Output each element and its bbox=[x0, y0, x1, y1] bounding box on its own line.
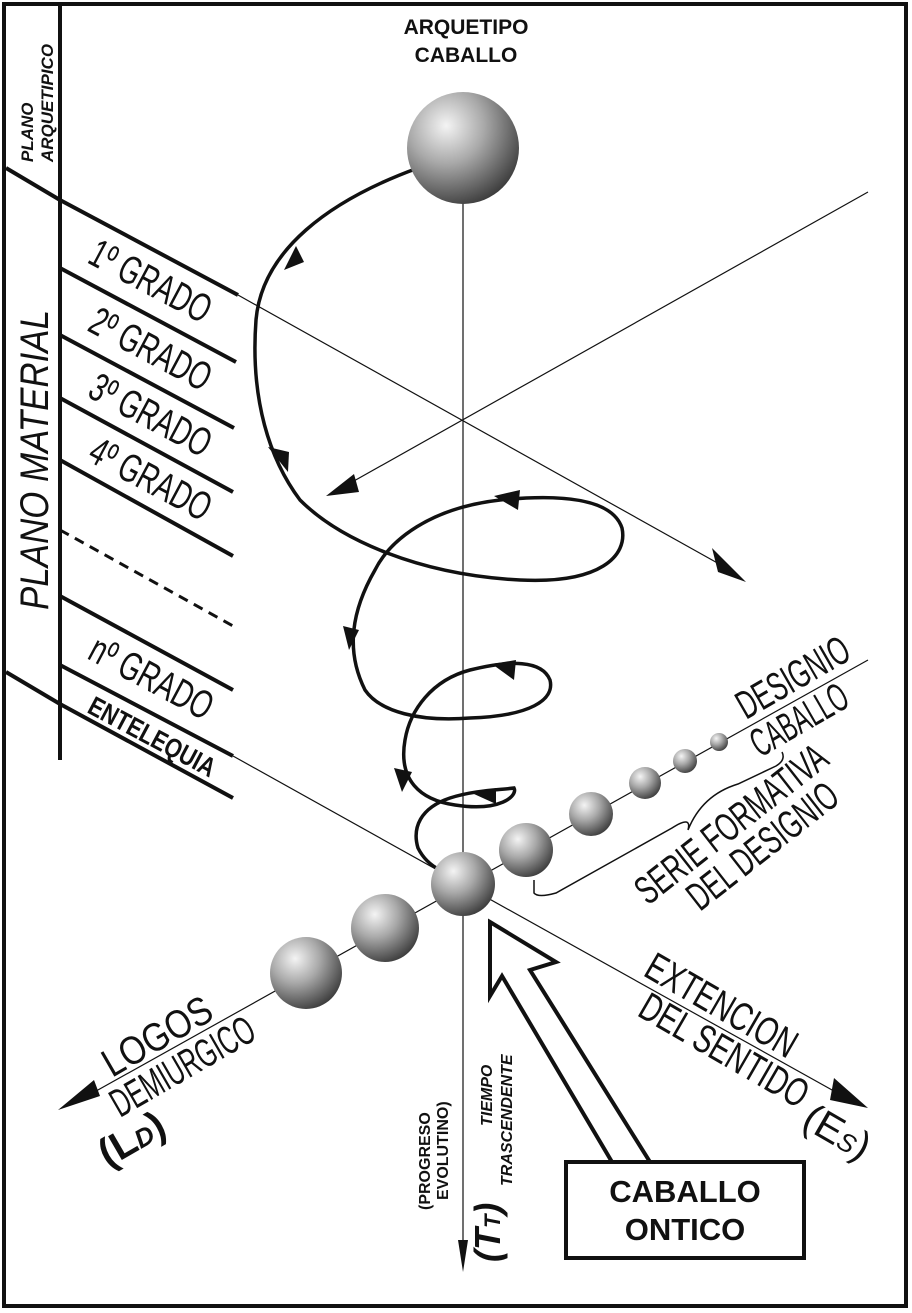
arrow-left-icon bbox=[58, 1080, 100, 1110]
progreso-label-line1: (PROGRESO bbox=[417, 1112, 434, 1210]
extension-axis-line bbox=[232, 755, 851, 1101]
arrow-icon bbox=[494, 490, 520, 510]
callout-line1: CABALLO bbox=[609, 1174, 761, 1209]
spheres bbox=[270, 92, 728, 1009]
evolution-spiral bbox=[253, 166, 625, 872]
arrow-icon bbox=[343, 626, 359, 650]
sphere bbox=[351, 894, 419, 962]
arrow-down-icon bbox=[458, 1240, 468, 1272]
plano-arquetipico-line1: PLANO bbox=[18, 103, 37, 163]
tiempo-label-line2: TRASCENDENTE bbox=[499, 1053, 516, 1186]
archetype-sphere bbox=[407, 92, 519, 204]
sphere bbox=[499, 823, 553, 877]
sphere bbox=[569, 792, 613, 836]
arrow-icon bbox=[492, 660, 516, 680]
arrow-icon bbox=[268, 447, 289, 472]
sphere bbox=[629, 767, 661, 799]
tiempo-symbol: (TT) bbox=[467, 1203, 508, 1262]
ontic-sphere bbox=[431, 852, 495, 916]
progreso-label-line2: EVOLUTINO) bbox=[435, 1101, 452, 1200]
arrow-icon bbox=[394, 768, 412, 792]
sphere bbox=[673, 749, 697, 773]
depth-axis-line bbox=[344, 191, 869, 487]
plane-columns bbox=[4, 6, 239, 800]
sphere bbox=[710, 733, 728, 751]
diagonal-axis-line bbox=[237, 294, 731, 571]
sphere bbox=[270, 937, 342, 1009]
archetype-label-line1: ARQUETIPO bbox=[404, 16, 529, 39]
arrow-icon bbox=[284, 246, 304, 270]
arrow-icon bbox=[474, 788, 496, 804]
spiral-arrowheads bbox=[268, 246, 520, 804]
plano-arquetipico-line2: ARQUETIPICO bbox=[38, 44, 57, 163]
axis-arrowheads bbox=[58, 474, 868, 1272]
arrow-right-icon bbox=[712, 548, 746, 582]
serie-bracket bbox=[533, 751, 784, 897]
tiempo-label-line1: TIEMPO bbox=[479, 1064, 496, 1126]
arrow-right-icon bbox=[830, 1078, 868, 1108]
callout-box bbox=[564, 1160, 806, 1260]
grade-labels: 1º GRADO 2º GRADO 3º GRADO 4º GRADO nº G… bbox=[82, 231, 221, 783]
plano-material-label: PLANO MATERIAL bbox=[13, 310, 57, 610]
archetype-label-line2: CABALLO bbox=[415, 44, 518, 67]
arrow-left-icon bbox=[326, 474, 359, 496]
callout-line2: ONTICO bbox=[625, 1212, 746, 1247]
